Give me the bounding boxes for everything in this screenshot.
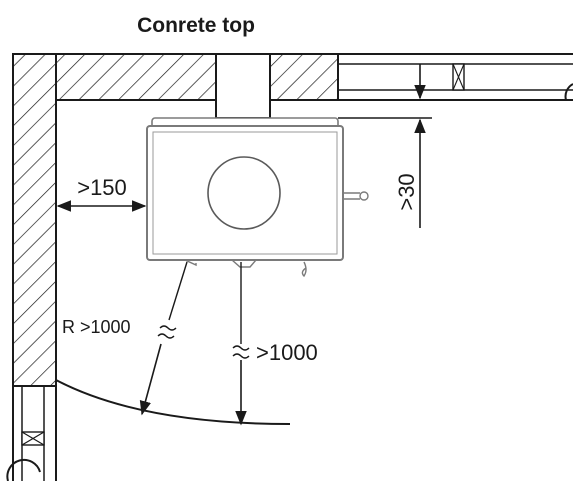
side-clearance-label: >150: [77, 175, 127, 200]
indoor-unit: [146, 117, 369, 278]
front-clearance-label: >1000: [256, 340, 318, 365]
front-clearance-dimension: >1000: [232, 262, 318, 426]
fan-opening: [207, 156, 281, 230]
swing-radius-dimension: R >1000: [55, 261, 291, 425]
side-clearance-dimension: >150: [56, 175, 147, 212]
top-clearance-label: >30: [394, 173, 419, 210]
left-window-frame: [6, 386, 57, 481]
swing-arc: [55, 379, 291, 425]
swing-radius-label: R >1000: [62, 317, 131, 337]
ceiling-slab: [55, 53, 339, 101]
duct-opening: [215, 53, 271, 119]
top-window-frame: [337, 53, 573, 101]
top-clearance-dimension: >30: [338, 64, 432, 228]
page-title: Conrete top: [137, 14, 255, 37]
left-wall: [12, 53, 57, 387]
